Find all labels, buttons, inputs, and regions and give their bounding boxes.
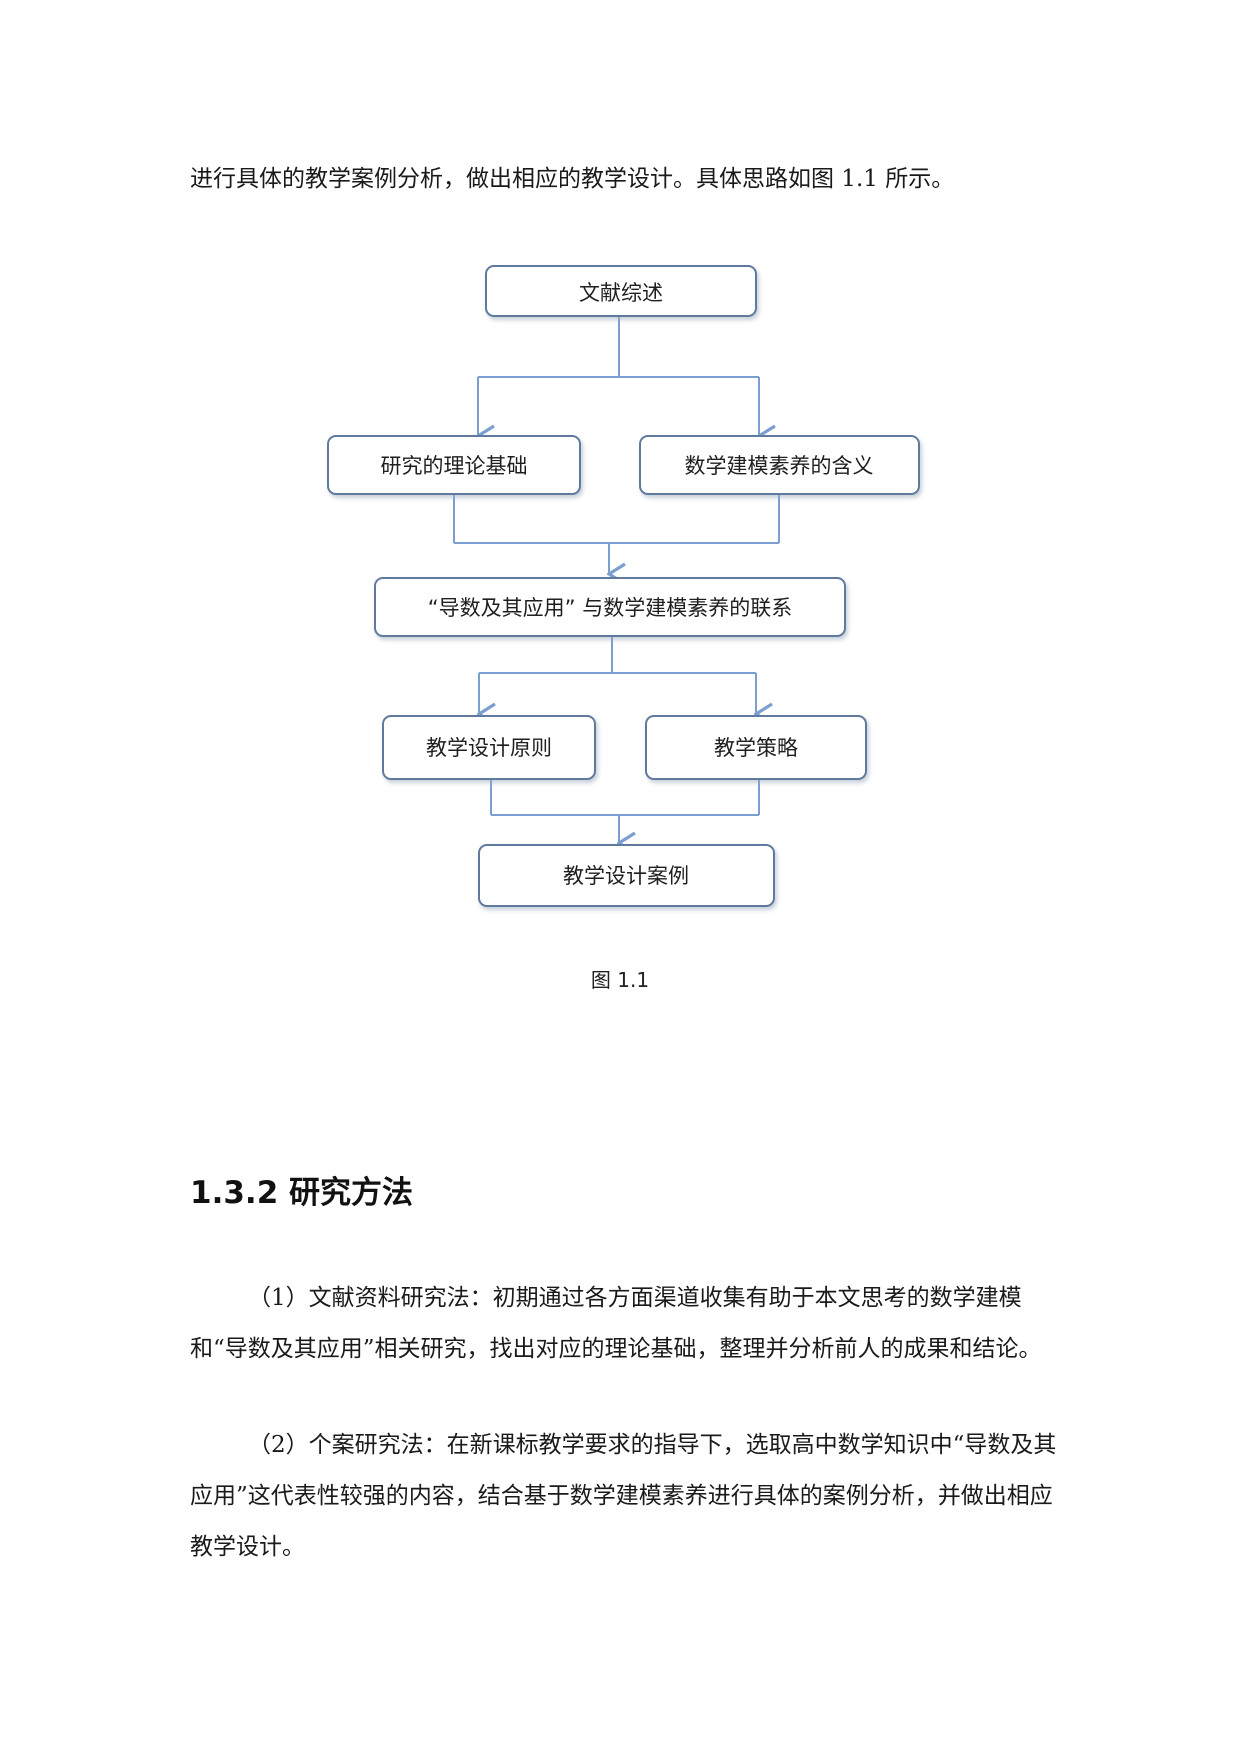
- node-label-design-cases: 教学设计案例: [563, 864, 689, 888]
- node-label-theory-basis: 研究的理论基础: [381, 454, 528, 478]
- node-label-design-principles: 教学设计原则: [426, 736, 552, 760]
- node-label-modeling-meaning: 数学建模素养的含义: [685, 454, 874, 478]
- node-literature-review: [485, 265, 757, 317]
- node-theory-basis: [327, 435, 581, 495]
- flowchart: 文献综述 研究的理论基础 数学建模素养的含义 “导数及其应用” 与数学建模素养的…: [327, 265, 920, 907]
- node-modeling-meaning: [639, 435, 920, 495]
- flow-connectors: [453, 316, 780, 843]
- intro-paragraph: 进行具体的教学案例分析，做出相应的教学设计。具体思路如图 1.1 所示。: [190, 166, 955, 192]
- node-teaching-strategies: [645, 715, 867, 780]
- node-design-cases: [478, 844, 775, 907]
- node-relationship: [374, 577, 846, 637]
- node-label-relationship: “导数及其应用” 与数学建模素养的联系: [428, 596, 792, 620]
- method-paragraph-1: （1）文献资料研究法：初期通过各方面渠道收集有助于本文思考的数学建模和“导数及其…: [190, 1285, 1042, 1362]
- figure-caption: 图 1.1: [590, 968, 650, 992]
- method-paragraph-2: （2）个案研究法：在新课标教学要求的指导下，选取高中数学知识中“导数及其应用”这…: [190, 1432, 1057, 1560]
- node-label-literature-review: 文献综述: [579, 281, 663, 305]
- node-design-principles: [382, 715, 596, 780]
- node-label-teaching-strategies: 教学策略: [714, 736, 798, 760]
- section-heading: 1.3.2 研究方法: [190, 1175, 414, 1211]
